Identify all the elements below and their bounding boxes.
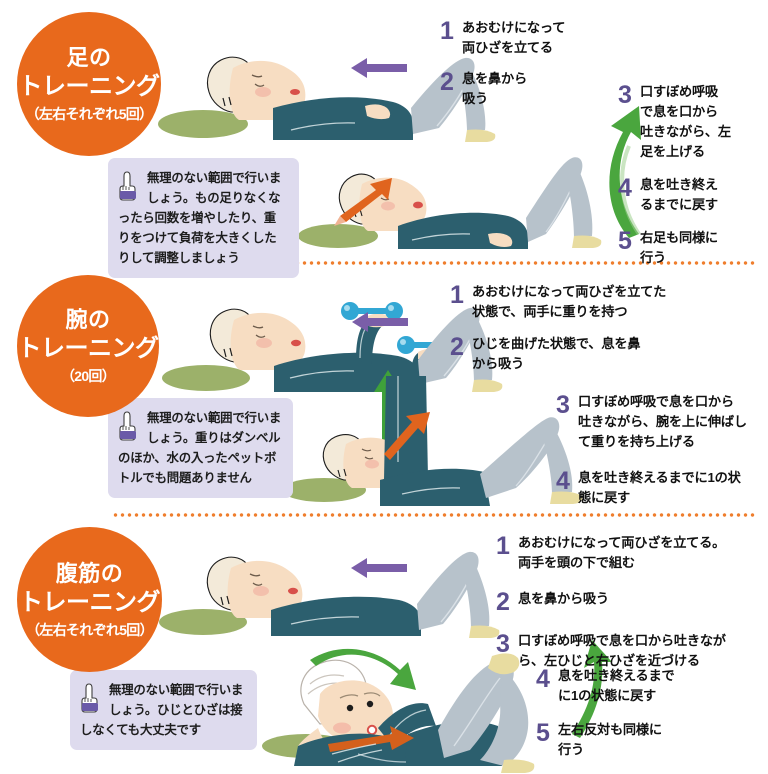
step-number: 3 — [556, 391, 570, 419]
leg-lift-arrow-green — [595, 88, 665, 238]
dumbbell-icon-upper — [341, 302, 403, 320]
crunch-arrow-green-left — [310, 648, 416, 690]
section-arm-training: 腕の トレーニング （20回） 無理のない範囲で行いましょう。重りはダンベルのほ… — [0, 262, 768, 514]
step-number: 4 — [618, 174, 632, 203]
step-item: 4 息を吐き終え るまでに戻す — [618, 175, 768, 215]
circle-line-2: トレーニング — [18, 73, 161, 101]
step-number: 4 — [536, 665, 550, 693]
step-number: 5 — [536, 719, 550, 748]
section-abdominal-training: 腹筋の トレーニング （左右それぞれ5回） 無理のない範囲で行いましょう。ひじと… — [0, 514, 768, 774]
step-number: 4 — [556, 467, 570, 496]
step-item: 1 あおむけになって 両ひざを立てる — [440, 18, 620, 58]
step-item: 4 息を吐き終えるまでに1の状 態に戻す — [556, 468, 768, 508]
advice-note-arms: 無理のない範囲で行いましょう。重りはダンベルのほか、水の入ったペットボトルでも問… — [108, 398, 293, 499]
step-number: 1 — [496, 532, 510, 560]
step-text: あおむけになって両ひざを立てた 状態で、両手に重りを持つ — [472, 284, 667, 320]
step-item: 3 口すぼめ呼吸で息を口から吐きなが ら、左ひじと右ひざを近づける — [496, 631, 768, 671]
step-number: 5 — [618, 227, 632, 256]
steps-abs-right: 4 息を吐き終えるまで に1の状態に戻す 5 左右反対も同様に 行う — [536, 666, 768, 769]
advice-note-abs: 無理のない範囲で行いましょう。ひじとひざは接しなくても大丈夫です — [70, 670, 257, 751]
step-number: 3 — [618, 81, 632, 109]
inhale-arrow-purple — [352, 312, 408, 332]
step-text: 左右反対も同様に 行う — [558, 722, 662, 758]
inhale-arrow-purple — [351, 58, 407, 78]
exhale-arrow-orange — [384, 412, 430, 460]
step-text: 息を吐き終えるまで に1の状態に戻す — [558, 668, 675, 704]
crunch-arrow-green-right — [572, 640, 612, 738]
step-text: あおむけになって両ひざを立てる。 両手を頭の下で組む — [518, 535, 726, 571]
step-text: 息を吐き終え るまでに戻す — [640, 177, 718, 213]
advice-note-text: 無理のない範囲で行いましょう。ひじとひざは接しなくても大丈夫です — [80, 683, 244, 738]
step-number: 3 — [496, 630, 510, 659]
step-text: 息を鼻から吸う — [518, 591, 609, 607]
illustration-arm-extended — [280, 376, 600, 510]
pointing-hand-icon — [118, 409, 142, 441]
advice-note-legs: 無理のない範囲で行いましょう。もの足りなくなったら回数を増やしたり、重りをつけて… — [108, 158, 299, 279]
step-text: 口すぼめ呼吸で息を口から吐きなが ら、左ひじと右ひざを近づける — [518, 633, 726, 669]
circle-line-2: トレーニング — [19, 588, 161, 616]
step-item: 2 息を鼻から 吸う — [440, 69, 620, 109]
exhale-arrow-orange — [334, 178, 392, 226]
steps-arms-left: 1 あおむけになって両ひざを立てた 状態で、両手に重りを持つ 2 ひじを曲げた状… — [450, 282, 750, 383]
step-number: 2 — [450, 333, 464, 362]
crunch-arrow-orange — [328, 726, 414, 763]
illustration-leg-raised — [298, 148, 602, 260]
pointing-hand-icon — [80, 681, 104, 713]
step-text: 息を吐き終えるまでに1の状 態に戻す — [578, 470, 741, 506]
step-item: 2 息を鼻から吸う — [496, 589, 768, 615]
advice-note-text: 無理のない範囲で行いましょう。重りはダンベルのほか、水の入ったペットボトルでも問… — [118, 411, 282, 486]
step-number: 1 — [440, 17, 454, 45]
steps-abs-left: 1 あおむけになって両ひざを立てる。 両手を頭の下で組む 2 息を鼻から吸う 3… — [496, 533, 768, 680]
advice-note-text: 無理のない範囲で行いましょう。もの足りなくなったら回数を増やしたり、重りをつけて… — [118, 171, 282, 266]
steps-legs-right: 3 口すぼめ呼吸 で息を口から 吐きながら、左 足を上げる 4 息を吐き終え る… — [618, 82, 768, 278]
step-item: 3 口すぼめ呼吸で息を口から 吐きながら、腕を上に伸ばし て重りを持ち上げる — [556, 392, 768, 452]
step-text: あおむけになって 両ひざを立てる — [462, 20, 566, 56]
circle-line-1: 腹筋の — [55, 560, 124, 586]
inhale-arrow-purple — [351, 558, 407, 578]
step-item: 5 左右反対も同様に 行う — [536, 720, 768, 760]
steps-legs-left: 1 あおむけになって 両ひざを立てる 2 息を鼻から 吸う — [440, 18, 620, 118]
title-circle-legs: 足の トレーニング （左右それぞれ5回） — [17, 12, 161, 156]
step-text: ひじを曲げた状態で、息を鼻 から吸う — [472, 336, 641, 372]
step-number: 2 — [440, 68, 454, 97]
circle-line-2: トレーニング — [17, 335, 160, 363]
step-text: 右足も同様に 行う — [640, 230, 718, 266]
section-leg-training: 足の トレーニング （左右それぞれ5回） 無理のない範囲で行いましょう。もの足り… — [0, 0, 768, 279]
step-text: 息を鼻から 吸う — [462, 71, 527, 107]
step-item: 1 あおむけになって両ひざを立てた 状態で、両手に重りを持つ — [450, 282, 750, 322]
section-divider — [112, 513, 756, 517]
title-circle-arms: 腕の トレーニング （20回） — [17, 275, 159, 417]
circle-line-3: （20回） — [60, 368, 116, 385]
section-divider — [112, 261, 756, 265]
steps-arms-right: 3 口すぼめ呼吸で息を口から 吐きながら、腕を上に伸ばし て重りを持ち上げる 4… — [556, 392, 768, 517]
illustration-abs-start — [155, 530, 500, 642]
pointing-hand-icon — [118, 169, 142, 201]
circle-line-3: （左右それぞれ5回） — [26, 621, 153, 638]
step-item: 5 右足も同様に 行う — [618, 228, 768, 268]
step-text: 口すぼめ呼吸 で息を口から 吐きながら、左 足を上げる — [640, 84, 731, 160]
illustration-leg-start — [155, 28, 496, 148]
step-item: 3 口すぼめ呼吸 で息を口から 吐きながら、左 足を上げる — [618, 82, 768, 162]
step-text: 口すぼめ呼吸で息を口から 吐きながら、腕を上に伸ばし て重りを持ち上げる — [578, 394, 747, 450]
step-item: 1 あおむけになって両ひざを立てる。 両手を頭の下で組む — [496, 533, 768, 573]
circle-line-1: 足の — [66, 45, 112, 71]
circle-line-1: 腕の — [65, 307, 111, 333]
step-number: 2 — [496, 588, 510, 617]
illustration-abs-crunch — [258, 640, 612, 773]
step-item: 4 息を吐き終えるまで に1の状態に戻す — [536, 666, 768, 706]
step-item: 2 ひじを曲げた状態で、息を鼻 から吸う — [450, 334, 750, 374]
title-circle-abs: 腹筋の トレーニング （左右それぞれ5回） — [17, 527, 162, 672]
step-number: 1 — [450, 281, 464, 309]
circle-line-3: （左右それぞれ5回） — [25, 106, 153, 123]
